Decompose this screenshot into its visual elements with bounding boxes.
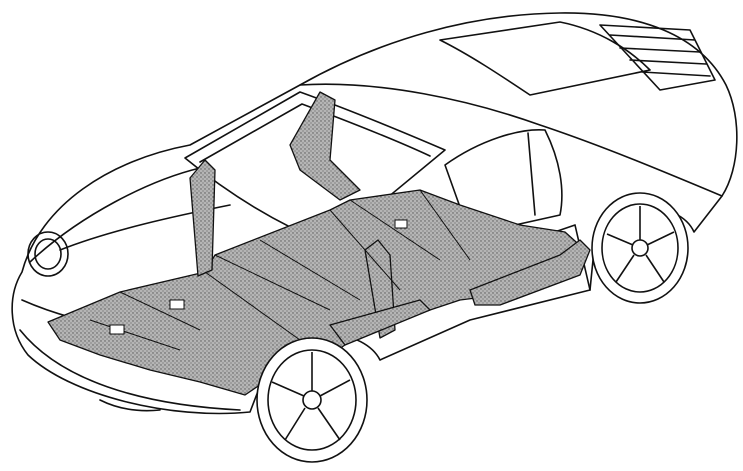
side-window bbox=[444, 129, 563, 236]
front-bumper bbox=[19, 329, 241, 412]
rear-crossmember bbox=[289, 91, 361, 201]
a-pillar-left bbox=[189, 159, 216, 277]
roof-line bbox=[299, 83, 723, 197]
headlight bbox=[27, 231, 69, 277]
front-wheel bbox=[256, 337, 368, 463]
rear-vent bbox=[599, 24, 716, 91]
car-body-outline bbox=[11, 12, 738, 415]
rear-wheel bbox=[591, 192, 689, 304]
headlight-inner bbox=[34, 238, 62, 270]
rear-sill bbox=[469, 239, 591, 306]
front-sill bbox=[329, 299, 431, 346]
sunroof bbox=[439, 21, 651, 96]
